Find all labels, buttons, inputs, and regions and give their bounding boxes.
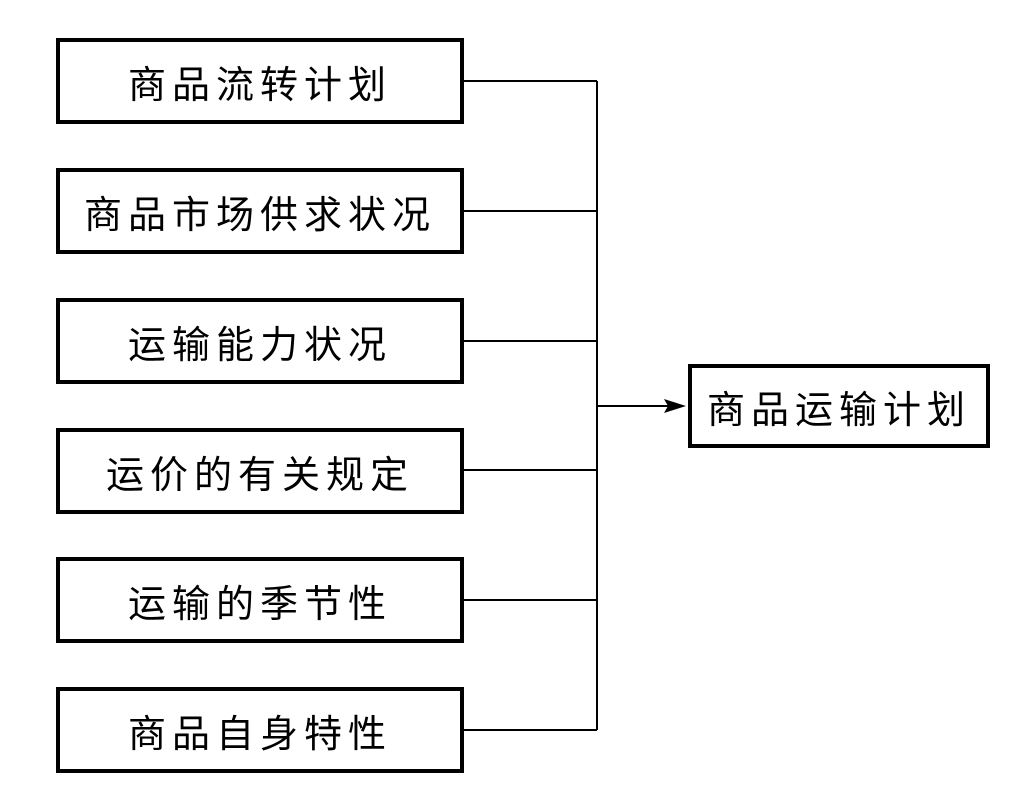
arrow-head: [664, 399, 686, 413]
factor-box-transport-capacity: 运输能力状况: [56, 298, 464, 384]
factor-box-commodity-characteristics: 商品自身特性: [56, 687, 464, 773]
factor-box-market-supply-demand: 商品市场供求状况: [56, 168, 464, 254]
factor-label: 商品自身特性: [127, 711, 392, 756]
factor-box-transport-seasonality: 运输的季节性: [56, 557, 464, 643]
factor-label: 运输能力状况: [127, 322, 392, 367]
factor-box-commodity-circulation-plan: 商品流转计划: [56, 38, 464, 124]
factor-box-freight-rate-rules: 运价的有关规定: [56, 428, 464, 514]
target-box-commodity-transport-plan: 商品运输计划: [688, 364, 990, 448]
factor-label: 运输的季节性: [127, 581, 392, 626]
factor-label: 商品市场供求状况: [83, 192, 436, 237]
target-label: 商品运输计划: [706, 387, 971, 432]
factor-label: 运价的有关规定: [105, 452, 414, 497]
factor-label: 商品流转计划: [127, 62, 392, 107]
